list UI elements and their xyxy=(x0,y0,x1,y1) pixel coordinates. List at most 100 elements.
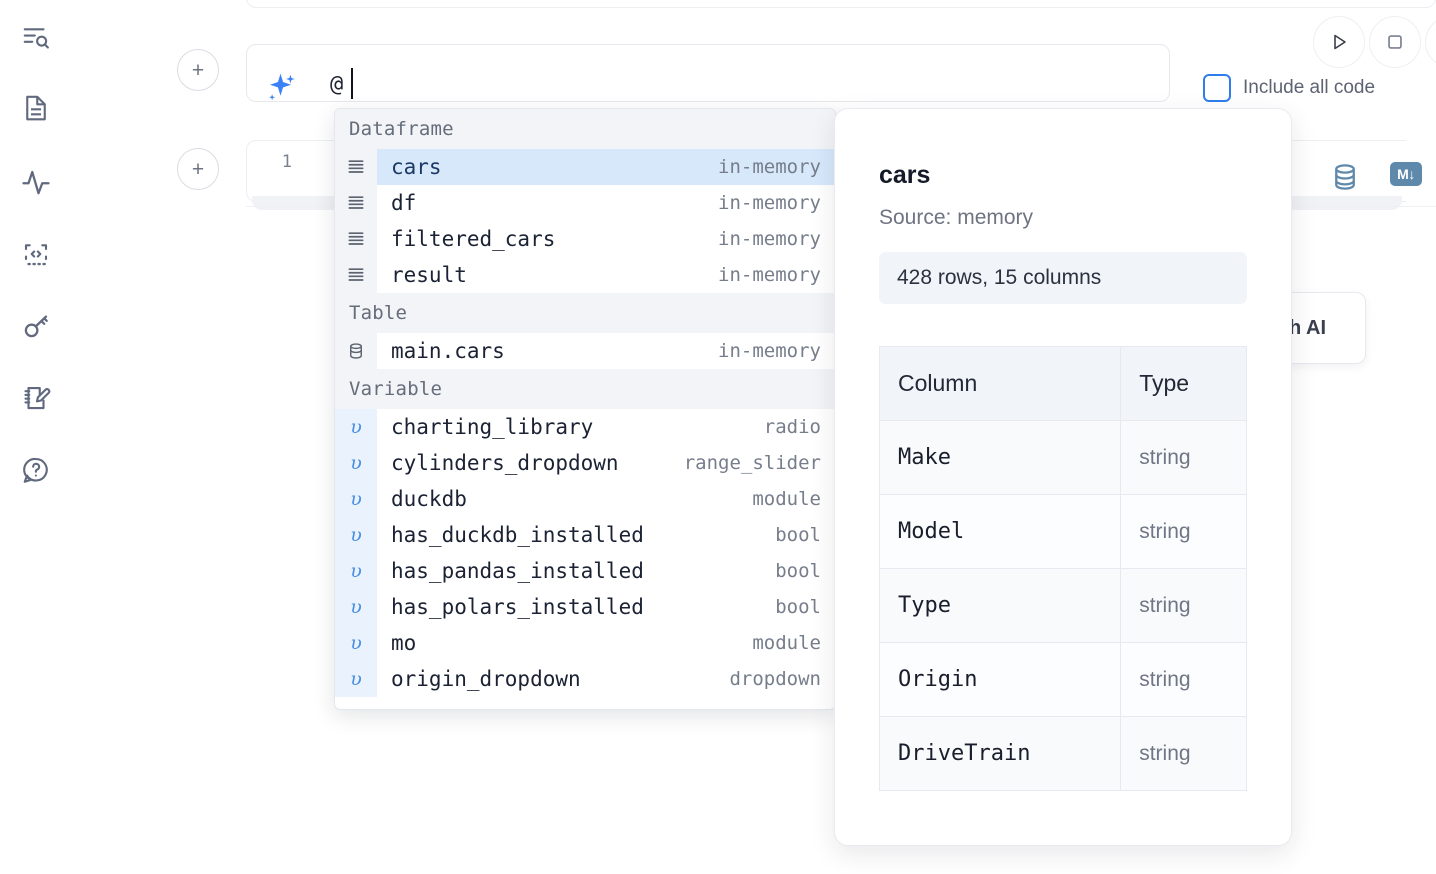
schema-column-name: Origin xyxy=(878,642,1122,717)
autocomplete-item-name: df xyxy=(391,191,417,215)
autocomplete-group-header: Variable xyxy=(335,369,835,409)
left-icon-rail xyxy=(0,0,72,874)
table-row: DriveTrain string xyxy=(878,716,1247,791)
variable-upsilon-icon: υ xyxy=(335,445,377,481)
include-all-code-checkbox[interactable] xyxy=(1203,74,1231,102)
text-caret xyxy=(351,68,353,99)
variable-upsilon-icon: υ xyxy=(335,517,377,553)
autocomplete-item-type: module xyxy=(752,632,821,654)
schema-column-type: string xyxy=(1120,716,1247,791)
add-cell-above-button[interactable]: + xyxy=(177,49,219,91)
schema-column-name: Make xyxy=(878,420,1122,495)
variable-upsilon-icon: υ xyxy=(335,589,377,625)
key-icon[interactable] xyxy=(14,304,58,348)
autocomplete-item-name: cars xyxy=(391,155,442,179)
autocomplete-item-origin-dropdown[interactable]: υ origin_dropdown dropdown xyxy=(335,661,835,697)
variable-upsilon-icon: υ xyxy=(335,481,377,517)
table-header-row: Column Type xyxy=(878,346,1247,421)
autocomplete-item-name: origin_dropdown xyxy=(391,667,581,691)
column-header: Column xyxy=(878,346,1122,421)
autocomplete-item-charting-library[interactable]: υ charting_library radio xyxy=(335,409,835,445)
autocomplete-item-cylinders-dropdown[interactable]: υ cylinders_dropdown range_slider xyxy=(335,445,835,481)
add-cell-below-button[interactable]: + xyxy=(177,148,219,190)
ai-prompt-cell[interactable] xyxy=(246,44,1170,102)
cell-output-icons: M↓ xyxy=(1330,162,1422,197)
autocomplete-item-name: has_polars_installed xyxy=(391,595,644,619)
schema-column-name: Type xyxy=(878,568,1122,643)
run-button[interactable] xyxy=(1313,16,1365,68)
autocomplete-item-mo[interactable]: υ mo module xyxy=(335,625,835,661)
autocomplete-item-name: main.cars xyxy=(391,339,505,363)
variable-upsilon-icon: υ xyxy=(335,409,377,445)
autocomplete-dropdown[interactable]: Dataframe cars in-memory df in-memory xyxy=(334,108,836,710)
table-row: Type string xyxy=(878,568,1247,643)
autocomplete-group-header: Dataframe xyxy=(335,109,835,149)
autocomplete-item-df[interactable]: df in-memory xyxy=(335,185,835,221)
autocomplete-item-name: result xyxy=(391,263,467,287)
code-brackets-icon[interactable] xyxy=(14,232,58,276)
more-actions-button[interactable] xyxy=(1425,16,1436,68)
autocomplete-item-type: module xyxy=(752,488,821,510)
stop-button[interactable] xyxy=(1369,16,1421,68)
autocomplete-item-result[interactable]: result in-memory xyxy=(335,257,835,293)
autocomplete-item-main-cars[interactable]: main.cars in-memory xyxy=(335,333,835,369)
autocomplete-item-type: bool xyxy=(775,560,821,582)
autocomplete-item-type: bool xyxy=(775,596,821,618)
autocomplete-item-cars[interactable]: cars in-memory xyxy=(335,149,835,185)
previous-cell-edge xyxy=(246,0,1436,8)
autocomplete-item-type: in-memory xyxy=(718,264,821,286)
notepad-edit-icon[interactable] xyxy=(14,376,58,420)
dataframe-rows-icon xyxy=(335,221,377,257)
explore-outline-icon[interactable] xyxy=(14,16,58,60)
activity-pulse-icon[interactable] xyxy=(14,160,58,204)
schema-column-type: string xyxy=(1120,494,1247,569)
markdown-icon[interactable]: M↓ xyxy=(1390,162,1422,186)
autocomplete-item-has-pandas-installed[interactable]: υ has_pandas_installed bool xyxy=(335,553,835,589)
ai-sparkle-icon xyxy=(264,70,300,106)
schema-column-type: string xyxy=(1120,642,1247,717)
autocomplete-group-header: Table xyxy=(335,293,835,333)
schema-table: Column Type Make string Model string Typ… xyxy=(878,346,1247,791)
autocomplete-item-has-polars-installed[interactable]: υ has_polars_installed bool xyxy=(335,589,835,625)
table-row: Model string xyxy=(878,494,1247,569)
schema-column-name: DriveTrain xyxy=(878,716,1122,791)
help-chat-icon[interactable] xyxy=(14,448,58,492)
autocomplete-item-type: bool xyxy=(775,524,821,546)
autocomplete-item-type: dropdown xyxy=(729,668,821,690)
schema-column-type: string xyxy=(1120,568,1247,643)
table-row: Origin string xyxy=(878,642,1247,717)
autocomplete-item-type: in-memory xyxy=(718,228,821,250)
variable-upsilon-icon: υ xyxy=(335,661,377,697)
variable-upsilon-icon: υ xyxy=(335,553,377,589)
autocomplete-item-name: mo xyxy=(391,631,417,655)
dataframe-rows-icon xyxy=(335,257,377,293)
autocomplete-item-filtered-cars[interactable]: filtered_cars in-memory xyxy=(335,221,835,257)
autocomplete-item-name: charting_library xyxy=(391,415,594,439)
database-icon[interactable] xyxy=(1330,162,1360,197)
autocomplete-item-type: range_slider xyxy=(683,452,821,474)
autocomplete-item-has-duckdb-installed[interactable]: υ has_duckdb_installed bool xyxy=(335,517,835,553)
autocomplete-item-name: has_duckdb_installed xyxy=(391,523,644,547)
line-number: 1 xyxy=(281,152,292,172)
schema-column-type: string xyxy=(1120,420,1247,495)
dataframe-rows-icon xyxy=(335,185,377,221)
ai-prompt-input[interactable]: @ xyxy=(330,72,344,97)
info-panel-title: cars xyxy=(879,161,931,189)
dataframe-rows-icon xyxy=(335,149,377,185)
autocomplete-item-name: duckdb xyxy=(391,487,467,511)
autocomplete-item-name: cylinders_dropdown xyxy=(391,451,619,475)
autocomplete-item-type: radio xyxy=(763,416,821,438)
include-all-code-row[interactable]: Include all code xyxy=(1203,74,1375,102)
dataframe-info-panel: cars Source: memory 428 rows, 15 columns… xyxy=(834,108,1292,846)
type-header: Type xyxy=(1120,346,1247,421)
file-text-icon[interactable] xyxy=(14,86,58,130)
autocomplete-item-type: in-memory xyxy=(718,192,821,214)
info-panel-source: Source: memory xyxy=(879,206,1034,229)
table-row: Make string xyxy=(878,420,1247,495)
generate-with-ai-card[interactable]: h AI xyxy=(1282,292,1366,364)
include-all-code-label: Include all code xyxy=(1243,77,1376,98)
autocomplete-item-duckdb[interactable]: υ duckdb module xyxy=(335,481,835,517)
info-panel-shape: 428 rows, 15 columns xyxy=(879,252,1247,304)
autocomplete-item-type: in-memory xyxy=(718,340,821,362)
variable-upsilon-icon: υ xyxy=(335,625,377,661)
